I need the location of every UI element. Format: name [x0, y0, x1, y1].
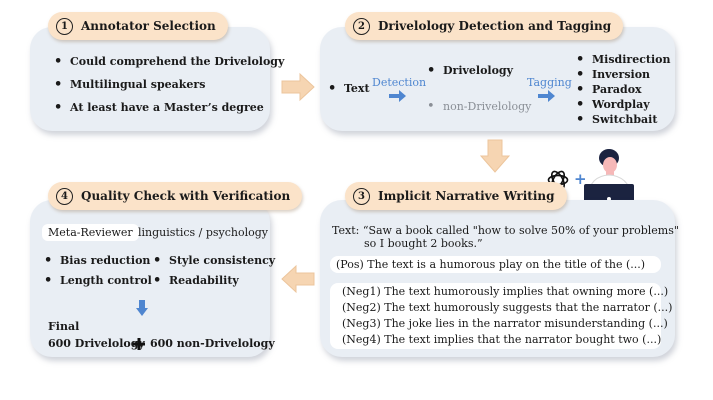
step-number-4: 4: [56, 187, 73, 205]
narrative-writing-title: Implicit Narrative Writing: [378, 189, 555, 203]
tagging-label: Tagging: [527, 76, 572, 89]
reviewer-fields: linguistics / psychology: [138, 226, 269, 239]
quality-check-title: Quality Check with Verification: [81, 189, 291, 203]
text-input-label: Text: [328, 81, 369, 96]
flow-arrow-down-icon: [479, 139, 511, 173]
flow-arrow-right-icon: [281, 72, 315, 102]
step-number-2: 2: [353, 17, 370, 35]
negative-narratives-box: [330, 283, 661, 349]
narrative-writing-header: 3 Implicit Narrative Writing: [345, 182, 567, 210]
detection-arrow-icon: [389, 90, 406, 102]
quality-check-item: Length control: [44, 273, 152, 288]
tag-item: Inversion: [576, 67, 650, 82]
class-non-drivelology: non-Drivelology: [427, 99, 531, 114]
final-drivelology-count: 600 Drivelology: [48, 337, 145, 350]
down-arrow-icon: [136, 300, 148, 316]
plus-sign: +: [574, 170, 587, 188]
annotator-selection-title: Annotator Selection: [81, 19, 216, 33]
annotator-criterion: At least have a Master’s degree: [54, 100, 264, 115]
detection-tagging-title: Drivelology Detection and Tagging: [378, 19, 612, 33]
quality-check-item: Bias reduction: [44, 253, 150, 268]
annotator-criterion: Could comprehend the Drivelology: [54, 54, 284, 69]
detection-label: Detection: [372, 76, 427, 89]
final-non-drivelology-count: 600 non-Drivelology: [150, 337, 275, 350]
flow-arrow-left-icon: [281, 264, 315, 294]
quality-check-item: Style consistency: [153, 253, 275, 268]
quality-check-header: 4 Quality Check with Verification: [48, 182, 303, 210]
meta-reviewer-badge: Meta-Reviewer: [42, 224, 139, 241]
final-label: Final: [48, 320, 80, 333]
tag-item: Wordplay: [576, 97, 650, 112]
annotator-selection-header: 1 Annotator Selection: [48, 12, 228, 40]
tagging-arrow-icon: [538, 90, 555, 102]
negative-narrative: (Neg1) The text humorously implies that …: [342, 285, 669, 298]
example-text-line: Text: “Saw a book called "how to solve 5…: [332, 224, 679, 237]
tag-item: Switchbait: [576, 112, 658, 127]
negative-narrative: (Neg3) The joke lies in the narrator mis…: [342, 317, 668, 330]
plus-icon: [133, 338, 145, 350]
positive-narrative: (Pos) The text is a humorous play on the…: [330, 256, 661, 273]
quality-check-item: Readability: [153, 273, 239, 288]
negative-narrative: (Neg4) The text implies that the narrato…: [342, 333, 662, 346]
example-text-line: so I bought 2 books.”: [364, 237, 483, 250]
class-drivelology: Drivelology: [427, 63, 513, 78]
tag-item: Misdirection: [576, 52, 670, 67]
negative-narrative: (Neg2) The text humorously suggests that…: [342, 301, 673, 314]
step-number-1: 1: [56, 17, 73, 35]
step-number-3: 3: [353, 187, 370, 205]
tag-item: Paradox: [576, 82, 642, 97]
annotator-criterion: Multilingual speakers: [54, 77, 205, 92]
detection-tagging-header: 2 Drivelology Detection and Tagging: [345, 12, 624, 40]
